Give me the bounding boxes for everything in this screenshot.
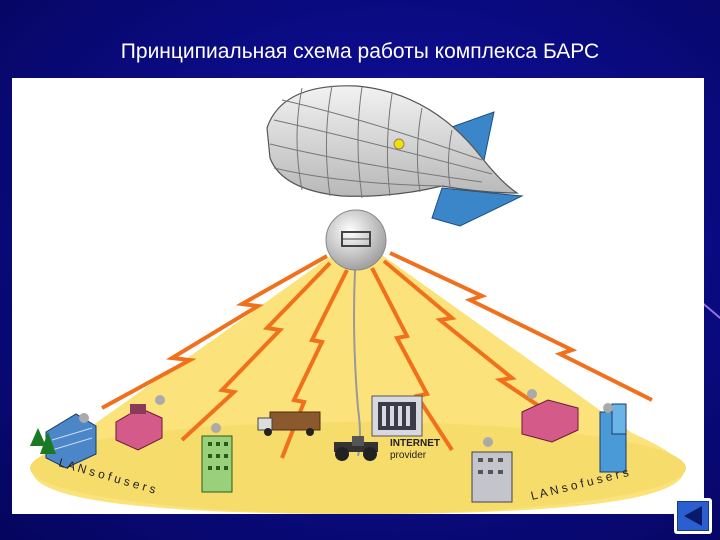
- satellite-dish-icon: [79, 413, 89, 423]
- nav-back-button[interactable]: [674, 498, 712, 534]
- airship-tail-fin: [431, 187, 524, 227]
- airship: [266, 85, 519, 199]
- building-icon: [201, 423, 233, 493]
- radio-link: [382, 259, 574, 430]
- slide-title: Принципиальная схема работы комплекса БА…: [120, 40, 600, 63]
- building-icon: [45, 413, 97, 469]
- radio-link: [101, 254, 328, 410]
- radio-link: [370, 267, 454, 452]
- building-icon: [521, 389, 579, 443]
- radio-link: [180, 261, 332, 442]
- provider-label: provider: [390, 450, 427, 461]
- internet-label: INTERNET: [390, 438, 440, 449]
- payload-sphere: [325, 209, 387, 271]
- radio-links: [101, 251, 653, 459]
- building-icon: [115, 404, 163, 451]
- left-triangle-icon: [684, 506, 702, 526]
- ground-winch: [334, 436, 378, 461]
- building-icon: [471, 437, 513, 503]
- internet-server-icon: [371, 395, 423, 437]
- building-icon: [599, 403, 627, 473]
- diagram-canvas: INTERNET provider: [30, 85, 686, 514]
- radio-link: [280, 269, 349, 459]
- satellite-dish-icon: [155, 395, 165, 405]
- diagram-panel: INTERNET provider: [12, 78, 704, 514]
- truck-icon: [257, 411, 321, 436]
- tree-icon: [30, 428, 56, 454]
- radio-link: [389, 251, 653, 402]
- coverage-ground: [30, 422, 686, 514]
